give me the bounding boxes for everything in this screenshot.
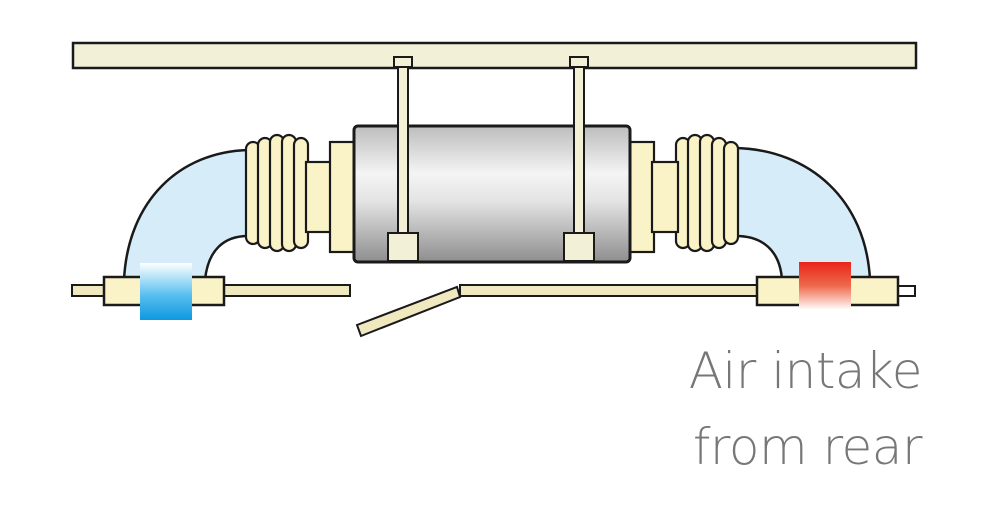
supply-connector-inner <box>328 140 356 254</box>
supply-elbow-duct <box>122 148 250 282</box>
hanger-rod-right <box>563 56 595 262</box>
return-connector-outer <box>650 160 680 234</box>
ventilation-unit-body <box>352 124 632 264</box>
inspection-hatch <box>355 285 462 338</box>
supply-flex-duct <box>244 133 310 253</box>
ceiling-beam <box>71 41 918 70</box>
return-elbow-duct <box>734 146 872 282</box>
hanger-rod-left <box>387 56 419 262</box>
supply-grille <box>140 263 192 320</box>
return-grille <box>799 262 851 310</box>
caption-line-2: from rear <box>692 418 923 476</box>
return-connector-inner <box>628 140 656 254</box>
caption-line-1: Air intake <box>688 342 923 400</box>
ceiling-panel-right <box>459 284 761 297</box>
ceiling-panel-right-end <box>897 285 916 297</box>
supply-connector-outer <box>304 160 334 234</box>
return-flex-duct <box>674 133 740 253</box>
